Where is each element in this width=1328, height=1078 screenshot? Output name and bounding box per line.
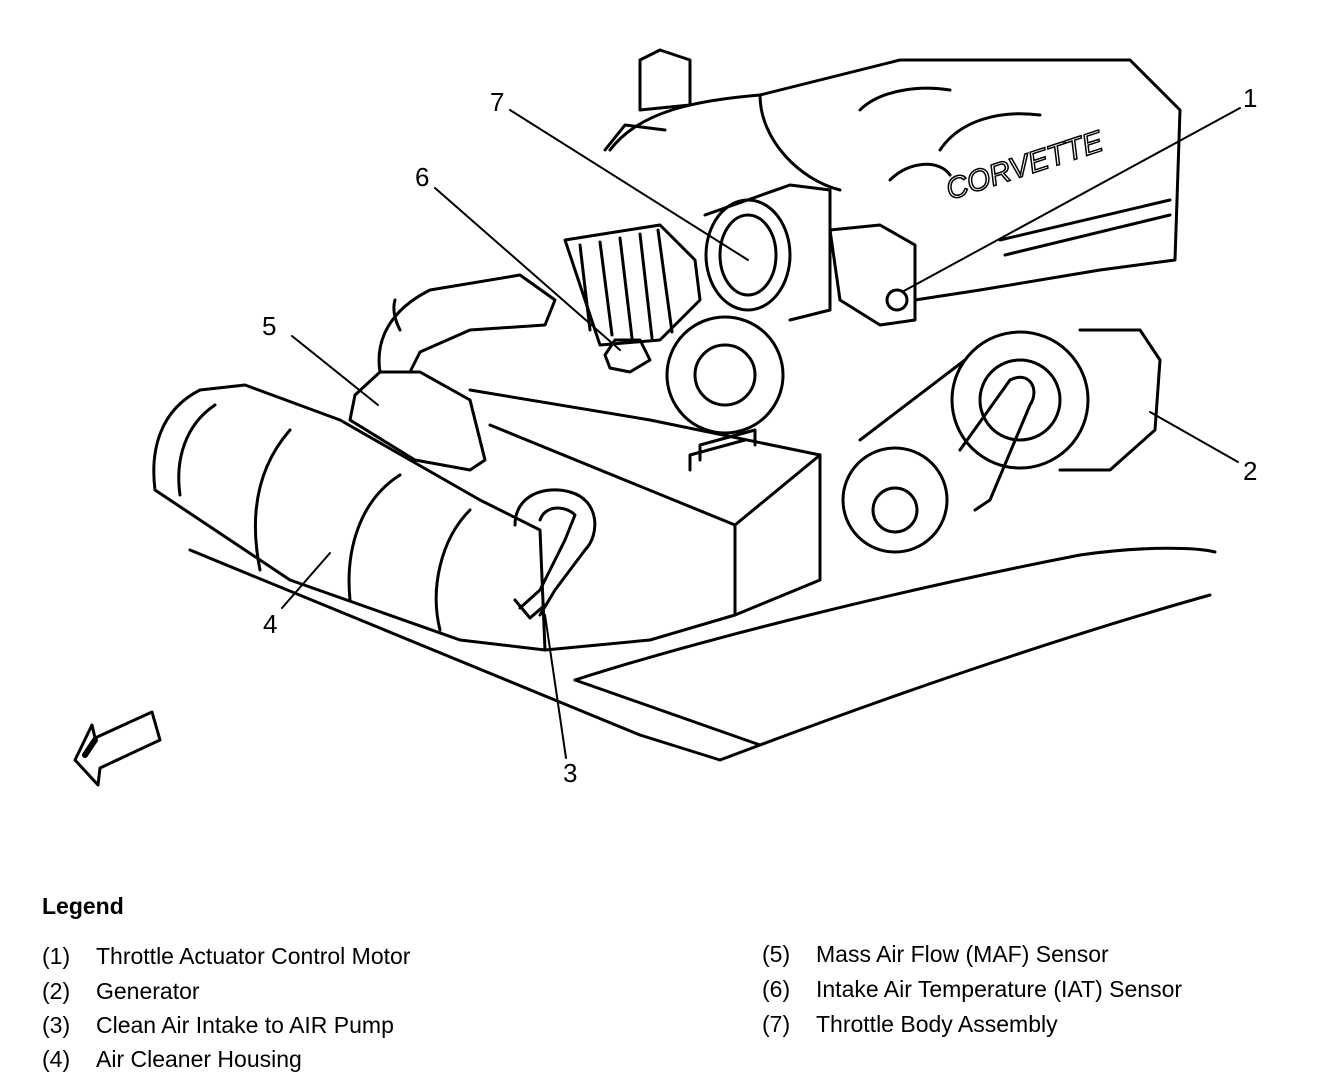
drive-belt xyxy=(958,376,1036,512)
leader-line-3 xyxy=(544,614,567,759)
air-cleaner-housing xyxy=(152,383,547,652)
body-line xyxy=(188,548,722,762)
resonator-box xyxy=(468,388,822,652)
callout-3: 3 xyxy=(563,758,577,788)
pulley-large xyxy=(665,315,785,435)
legend-text: Clean Air Intake to AIR Pump xyxy=(96,1012,394,1038)
maf-sensor xyxy=(348,370,487,472)
legend-text: Throttle Body Assembly xyxy=(816,1011,1058,1037)
air-intake-hose xyxy=(513,488,597,617)
generator xyxy=(1058,328,1162,472)
legend-number: (1) xyxy=(42,943,71,969)
leader-line-1 xyxy=(901,107,1241,293)
leader-line-5 xyxy=(291,335,379,406)
intake-bellows xyxy=(563,223,702,347)
legend-number: (5) xyxy=(762,941,791,967)
engine-diagram: CORVETTE 1 2 3 4 5 6 7 xyxy=(73,48,1257,788)
legend-text: Air Cleaner Housing xyxy=(96,1046,302,1072)
legend-text: Throttle Actuator Control Motor xyxy=(96,943,411,969)
callout-2: 2 xyxy=(1243,456,1257,486)
generator-pulley xyxy=(950,330,1090,470)
callout-5: 5 xyxy=(262,311,276,341)
legend-title: Legend xyxy=(42,893,124,919)
leader-line-4 xyxy=(281,552,331,609)
body-line xyxy=(718,593,1212,762)
callout-4: 4 xyxy=(263,609,277,639)
legend-item-2: (2) Generator xyxy=(42,978,200,1005)
pulley-lower xyxy=(841,446,949,554)
legend-item-5: (5) Mass Air Flow (MAF) Sensor xyxy=(762,941,1109,968)
legend-number: (3) xyxy=(42,1012,71,1038)
legend-text: Generator xyxy=(96,978,200,1004)
legend-item-7: (7) Throttle Body Assembly xyxy=(762,1011,1058,1038)
legend-number: (6) xyxy=(762,976,791,1002)
leader-line-6 xyxy=(434,187,621,351)
legend-text: Mass Air Flow (MAF) Sensor xyxy=(816,941,1109,967)
body-line xyxy=(573,546,1217,682)
callout-6: 6 xyxy=(415,162,429,192)
legend-item-3: (3) Clean Air Intake to AIR Pump xyxy=(42,1012,394,1039)
legend-number: (4) xyxy=(42,1046,71,1072)
throttle-actuator xyxy=(828,223,917,327)
leader-line-2 xyxy=(1149,411,1239,463)
iat-sensor xyxy=(603,338,652,374)
leader-line-7 xyxy=(509,109,749,261)
callout-7: 7 xyxy=(490,87,504,117)
legend-item-1: (1) Throttle Actuator Control Motor xyxy=(42,943,410,970)
body-line xyxy=(573,678,762,747)
intake-manifold xyxy=(608,58,1182,302)
legend-item-6: (6) Intake Air Temperature (IAT) Sensor xyxy=(762,976,1182,1003)
legend-number: (2) xyxy=(42,978,71,1004)
callout-1: 1 xyxy=(1243,83,1257,113)
front-arrow xyxy=(73,710,162,787)
legend-text: Intake Air Temperature (IAT) Sensor xyxy=(816,976,1183,1002)
legend-number: (7) xyxy=(762,1011,791,1037)
legend-item-4: (4) Air Cleaner Housing xyxy=(42,1046,302,1073)
